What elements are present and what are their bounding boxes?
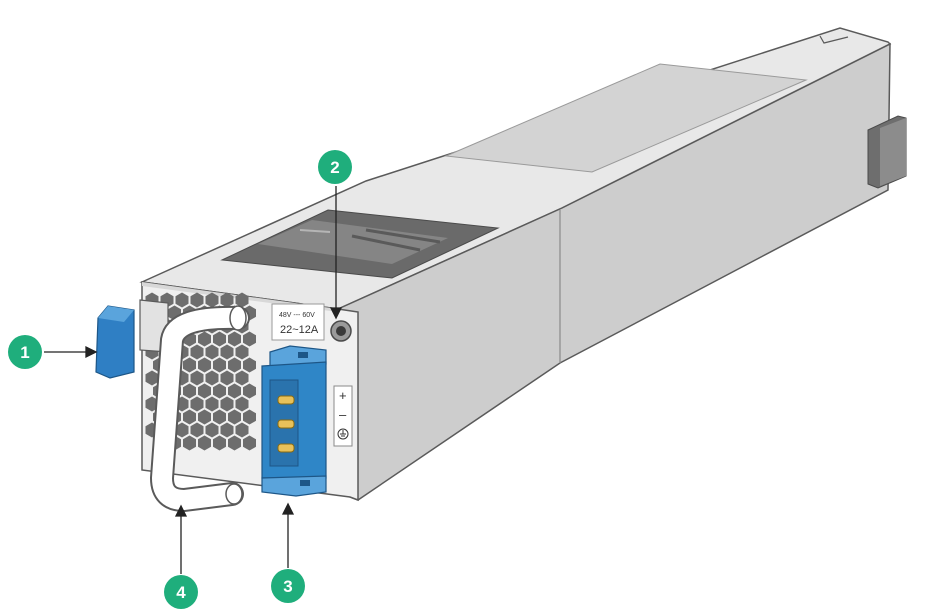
vent-hole	[205, 292, 219, 308]
vent-hole	[198, 331, 211, 347]
vent-hole	[213, 331, 226, 347]
rear-notch	[819, 35, 849, 44]
vent-hole	[235, 292, 249, 308]
vent-hole	[145, 370, 159, 386]
vent-hole	[243, 357, 256, 373]
vent-hole	[213, 435, 226, 451]
callout-4: 4	[164, 575, 198, 609]
fan-blade-shadow	[365, 228, 441, 244]
polarity-plus: +	[339, 388, 347, 403]
polarity-strip: + –	[333, 385, 353, 447]
vent-hole	[205, 396, 219, 412]
vent-hole	[190, 292, 204, 308]
vent-hole	[190, 396, 204, 412]
psu-body	[139, 27, 907, 502]
callout-number: 3	[283, 577, 292, 596]
connector-bottom-lip	[261, 475, 327, 497]
vent-hole	[228, 357, 241, 373]
handle-end-bottom	[225, 483, 243, 505]
vent-hole	[220, 370, 234, 386]
rating-voltage: 48V --- 60V	[279, 312, 315, 319]
top-recess	[444, 63, 808, 173]
polarity-minus: –	[339, 407, 347, 422]
vent-hole	[228, 331, 241, 347]
fan-blade-highlight	[299, 229, 331, 233]
vent-hole	[183, 383, 196, 399]
vent-hole	[190, 344, 204, 360]
vent-hole	[228, 383, 241, 399]
latch-top	[98, 306, 134, 322]
vent-hole	[235, 344, 249, 360]
vent-hole	[198, 435, 211, 451]
connector-key	[300, 480, 310, 486]
rating-label: 48V --- 60V 22~12A	[271, 303, 325, 341]
vent-hole	[220, 344, 234, 360]
vent-hole	[205, 422, 219, 438]
rear-tab-face	[880, 118, 906, 186]
status-led	[330, 320, 352, 342]
vent-hole	[228, 409, 241, 425]
callout-2: 2	[318, 150, 352, 184]
vent-hole	[220, 396, 234, 412]
vent-hole	[235, 370, 249, 386]
vent-hole	[205, 344, 219, 360]
vent-hole	[175, 292, 189, 308]
vent-hole	[243, 331, 256, 347]
vent-hole	[190, 422, 204, 438]
vent-hole	[175, 422, 189, 438]
vent-hole	[205, 370, 219, 386]
vent-hole	[183, 409, 196, 425]
callout-number: 4	[176, 583, 186, 602]
vent-hole	[220, 422, 234, 438]
vent-hole	[235, 396, 249, 412]
callout-1: 1	[8, 335, 42, 369]
vent-hole	[228, 435, 241, 451]
vent-hole	[183, 357, 196, 373]
vent-hole	[213, 409, 226, 425]
callout-number: 1	[20, 343, 29, 362]
vent-hole	[198, 409, 211, 425]
callout-3: 3	[271, 569, 305, 603]
rating-current: 22~12A	[280, 324, 319, 336]
leader-lines	[44, 186, 343, 574]
connector-key	[298, 352, 308, 358]
connector-pins	[277, 395, 295, 453]
callout-number: 2	[330, 158, 339, 177]
vent-hole	[243, 383, 256, 399]
handle[interactable]	[149, 305, 250, 513]
ground-icon	[337, 428, 349, 440]
vent-hole	[213, 357, 226, 373]
vent-hole	[243, 435, 256, 451]
vent-hole	[235, 422, 249, 438]
vent-hole	[198, 357, 211, 373]
vent-hole	[190, 370, 204, 386]
handle-end-top	[229, 305, 247, 331]
vent-hole	[198, 383, 211, 399]
vent-hole	[183, 435, 196, 451]
fan-blade-shadow	[351, 234, 421, 252]
vent-hole	[220, 292, 234, 308]
handle-tube-light	[151, 307, 248, 511]
power-connector[interactable]	[261, 345, 327, 497]
vent-hole	[243, 409, 256, 425]
vent-hole	[213, 383, 226, 399]
